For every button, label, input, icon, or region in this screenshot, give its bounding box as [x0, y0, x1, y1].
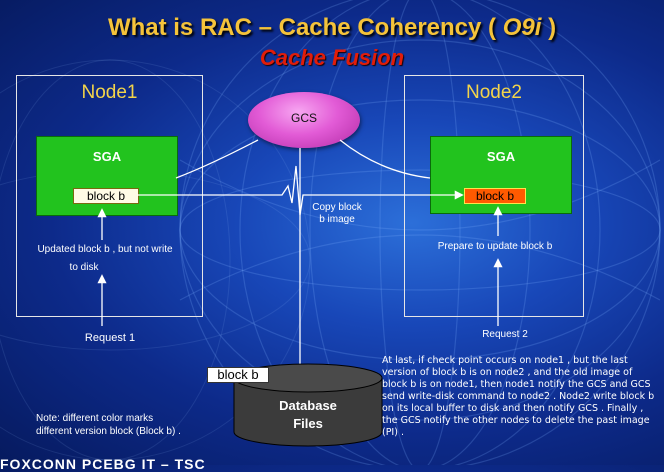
node1-sga-label: SGA	[92, 149, 122, 164]
node2-block-b: block b	[464, 188, 526, 204]
slide-subtitle: Cache Fusion	[259, 45, 405, 70]
database-block-b: block b	[207, 367, 269, 383]
version-note: Note: different color marks different ve…	[36, 412, 181, 438]
gcs-label: GCS	[290, 111, 317, 125]
gcs-to-node2-line	[339, 139, 431, 179]
note-line1: Note: different color marks	[36, 413, 154, 424]
copy-block-arrow	[137, 165, 464, 216]
node1-status-line2: to disk	[69, 262, 99, 273]
node1-status: Updated block b , but not write to disk	[20, 242, 190, 276]
explanation-text: At last, if check point occurs on node1 …	[382, 355, 655, 438]
node2-title: Node2	[466, 82, 522, 103]
node2-box: Node2	[404, 75, 584, 317]
copy-block-line1: Copy block	[312, 202, 362, 213]
title-close: )	[548, 14, 557, 41]
node1-status-line1: Updated block b , but not write	[37, 244, 173, 255]
database-cylinder	[233, 363, 383, 447]
footer-text: FOXCONN PCEBG IT – TSC	[0, 456, 206, 472]
node2-request: Request 2	[482, 329, 528, 340]
title-version: O9i	[502, 14, 542, 41]
slide-title: What is RAC – Cache Coherency ( O9i )	[0, 14, 664, 42]
node2-status: Prepare to update block b	[437, 241, 553, 252]
title-main: What is RAC – Cache Coherency (	[107, 14, 497, 41]
database-label: Database Files	[234, 397, 382, 433]
node1-box: Node1	[16, 75, 203, 317]
copy-block-label: Copy block b image	[304, 202, 370, 226]
gcs-ellipse: GCS	[248, 92, 360, 148]
node2-sga-label: SGA	[486, 149, 516, 164]
database-line1: Database	[279, 398, 337, 413]
note-line2: different version block (Block b) .	[36, 426, 181, 437]
node1-request: Request 1	[84, 332, 136, 344]
node1-title: Node1	[81, 82, 138, 103]
database-line2: Files	[293, 416, 323, 431]
copy-block-line2: b image	[319, 214, 355, 225]
node1-block-b: block b	[73, 188, 139, 204]
gcs-to-node1-line	[175, 139, 259, 179]
node1-sga: SGA	[36, 136, 178, 216]
